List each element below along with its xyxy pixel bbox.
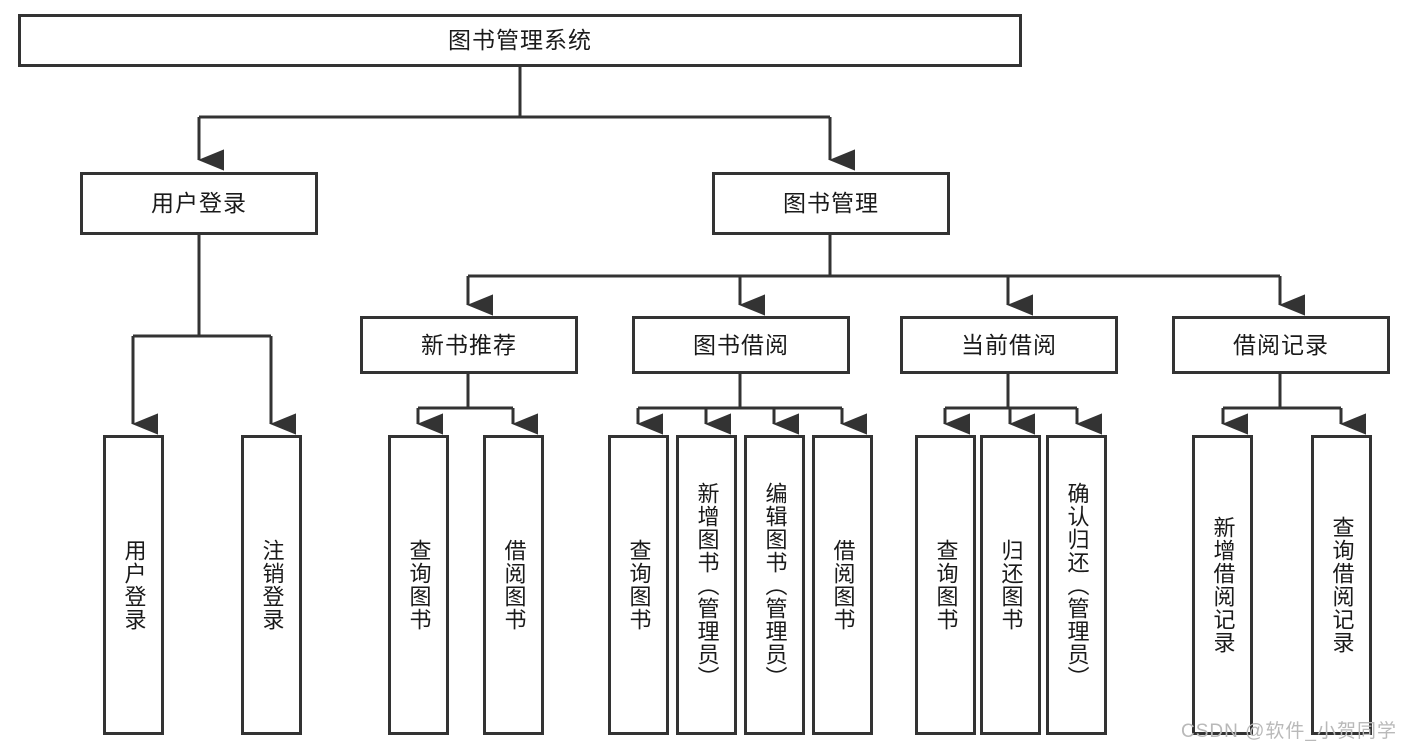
node-label: 借阅记录 [1233,331,1329,358]
leaf-user-login[interactable]: 用户登录 [103,435,164,735]
node-label: 新书推荐 [421,331,517,358]
leaf-user-logout[interactable]: 注销登录 [241,435,302,735]
node-label: 图书管理系统 [448,27,592,54]
node-label: 图书管理 [783,190,879,217]
node-label: 借阅图书 [830,539,856,631]
node-label: 编辑图书（管理员） [762,481,788,689]
leaf-record-add-borrow-record[interactable]: 新增借阅记录 [1192,435,1253,735]
leaf-borrow-borrow-book[interactable]: 借阅图书 [812,435,873,735]
leaf-current-confirm-return-admin[interactable]: 确认归还（管理员） [1046,435,1107,735]
leaf-borrow-query-book[interactable]: 查询图书 [608,435,669,735]
node-book-management[interactable]: 图书管理 [712,172,950,235]
node-user-login[interactable]: 用户登录 [80,172,318,235]
node-label: 确认归还（管理员） [1064,481,1090,689]
leaf-current-query-book[interactable]: 查询图书 [915,435,976,735]
node-label: 当前借阅 [961,331,1057,358]
node-label: 查询图书 [406,539,432,631]
node-label: 查询图书 [933,539,959,631]
node-label: 查询借阅记录 [1329,516,1355,654]
node-label: 图书借阅 [693,331,789,358]
leaf-borrow-edit-book-admin[interactable]: 编辑图书（管理员） [744,435,805,735]
node-new-book-recommend[interactable]: 新书推荐 [360,316,578,374]
node-label: 归还图书 [998,539,1024,631]
node-current-borrow[interactable]: 当前借阅 [900,316,1118,374]
node-root-system[interactable]: 图书管理系统 [18,14,1022,67]
node-book-borrow[interactable]: 图书借阅 [632,316,850,374]
node-label: 新增借阅记录 [1210,516,1236,654]
leaf-recommend-query-book[interactable]: 查询图书 [388,435,449,735]
leaf-current-return-book[interactable]: 归还图书 [980,435,1041,735]
watermark: CSDN @软件_小贺同学 [1181,721,1397,742]
node-label: 新增图书（管理员） [694,481,720,689]
node-label: 注销登录 [259,539,285,631]
node-borrow-record[interactable]: 借阅记录 [1172,316,1390,374]
node-label: 用户登录 [121,539,147,631]
node-label: 用户登录 [151,190,247,217]
leaf-borrow-add-book-admin[interactable]: 新增图书（管理员） [676,435,737,735]
node-label: 借阅图书 [501,539,527,631]
leaf-record-query-borrow-record[interactable]: 查询借阅记录 [1311,435,1372,735]
leaf-recommend-borrow-book[interactable]: 借阅图书 [483,435,544,735]
node-label: 查询图书 [626,539,652,631]
